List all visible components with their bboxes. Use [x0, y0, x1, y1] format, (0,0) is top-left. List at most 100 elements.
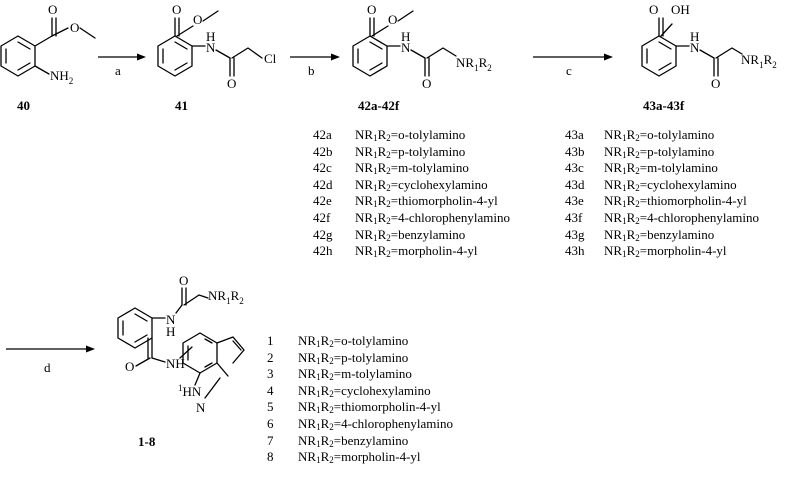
table-row: 2 NR1R2=p-tolylamino [267, 350, 453, 367]
table-row: 6 NR1R2=4-chlorophenylamino [267, 416, 453, 433]
svg-text:N: N [196, 400, 206, 415]
substituent-formula: NR1R2=4-chlorophenylamino [355, 209, 510, 226]
svg-text:O: O [48, 2, 57, 17]
svg-text:O: O [172, 2, 181, 17]
table-row: 4 NR1R2=cyclohexylamino [267, 383, 453, 400]
compound-id: 2 [267, 349, 274, 365]
table-row: 43h NR1R2=morpholin-4-yl [565, 243, 759, 260]
substituent-formula: NR1R2=p-tolylamino [355, 143, 466, 160]
compound-label-40: 40 [17, 98, 30, 113]
svg-text:N: N [690, 40, 700, 55]
table-row: 42e NR1R2=thiomorpholin-4-yl [313, 193, 510, 210]
substituent-formula: NR1R2=morpholin-4-yl [298, 449, 421, 466]
svg-text:H: H [166, 324, 175, 339]
table-row: 42f NR1R2=4-chlorophenylamino [313, 210, 510, 227]
table-row: 7 NR1R2=benzylamino [267, 433, 453, 450]
svg-text:O: O [193, 12, 202, 27]
table-row: 42b NR1R2=p-tolylamino [313, 144, 510, 161]
compound-id: 43c [565, 160, 584, 176]
compound-42-structure: O O H N O NR1R2 [352, 2, 492, 91]
compound-41-structure: O O H N O Cl [157, 2, 277, 91]
table-row: 43e NR1R2=thiomorpholin-4-yl [565, 193, 759, 210]
step-label-c: c [566, 63, 572, 78]
compound-id: 43d [565, 176, 585, 192]
substituent-formula: NR1R2=thiomorpholin-4-yl [298, 399, 441, 416]
compound-id: 7 [267, 432, 274, 448]
amine-label: NH2 [50, 68, 73, 86]
substituent-formula: NR1R2=benzylamino [355, 226, 466, 243]
svg-text:O: O [227, 76, 236, 91]
substituent-formula: NR1R2=benzylamino [298, 432, 409, 449]
svg-text:H: H [401, 29, 410, 44]
table-row: 42c NR1R2=m-tolylamino [313, 160, 510, 177]
table-row: 8 NR1R2=morpholin-4-yl [267, 449, 453, 466]
compound-id: 42a [313, 127, 332, 142]
table-row: 43g NR1R2=benzylamino [565, 227, 759, 244]
compound-id: 43f [565, 209, 583, 225]
compound-id: 43b [565, 143, 585, 159]
compound-id: 42e [313, 193, 332, 209]
svg-text:O: O [125, 359, 134, 374]
compound-id: 8 [267, 449, 274, 465]
step-label-b: b [308, 63, 315, 78]
compound-id: 42b [313, 143, 333, 159]
compound-label-1-8: 1-8 [138, 434, 156, 449]
chloro-label: Cl [264, 51, 277, 66]
compound-id: 6 [267, 415, 274, 431]
compound-40-structure: O O NH2 [0, 2, 96, 86]
table-row: 1 NR1R2=o-tolylamino [267, 333, 453, 350]
compound-id: 42d [313, 176, 333, 192]
svg-text:O: O [179, 273, 188, 288]
table-row: 43a NR1R2=o-tolylamino [565, 127, 759, 144]
table-row: 42g NR1R2=benzylamino [313, 227, 510, 244]
nr1r2-label: NR1R2 [456, 55, 492, 73]
substituent-formula: NR1R2=o-tolylamino [604, 127, 715, 143]
svg-text:N: N [401, 40, 411, 55]
substituent-formula: NR1R2=cyclohexylamino [298, 382, 431, 399]
compound-43-structure: O OH H N O NR1R2 [641, 2, 777, 91]
substituent-formula: NR1R2=thiomorpholin-4-yl [604, 193, 747, 210]
substituent-formula: NR1R2=m-tolylamino [355, 160, 469, 177]
svg-text:O: O [422, 76, 431, 91]
compound-id: 43h [565, 243, 585, 259]
substituent-formula: NR1R2=cyclohexylamino [355, 176, 488, 193]
svg-text:NR1R2: NR1R2 [741, 52, 777, 70]
compound-label-43: 43a-43f [643, 98, 685, 113]
substituent-formula: NR1R2=4-chlorophenylamino [298, 415, 453, 432]
svg-text:O: O [649, 2, 658, 17]
compound-id: 42f [313, 209, 331, 225]
substituent-formula: NR1R2=morpholin-4-yl [604, 243, 727, 260]
indazole-nh-label: 1HN [178, 383, 202, 399]
substituent-formula: NR1R2=thiomorpholin-4-yl [355, 193, 498, 210]
svg-text:NH: NH [166, 356, 185, 371]
substituent-formula: NR1R2=m-tolylamino [298, 366, 412, 383]
substituent-formula: NR1R2=o-tolylamino [355, 127, 466, 143]
svg-text:O: O [388, 12, 397, 27]
compound-id: 1 [267, 333, 274, 348]
step-label-a: a [115, 63, 121, 78]
compound-id: 4 [267, 382, 274, 398]
compound-id: 3 [267, 366, 274, 382]
svg-text:H: H [690, 29, 699, 44]
table-row: 42d NR1R2=cyclohexylamino [313, 177, 510, 194]
substituent-formula: NR1R2=benzylamino [604, 226, 715, 243]
substituent-table-42: 42a NR1R2=o-tolylamino 42b NR1R2=p-tolylami… [313, 127, 510, 260]
compound-id: 43e [565, 193, 584, 209]
compound-id: 42c [313, 160, 332, 176]
table-row: 3 NR1R2=m-tolylamino [267, 366, 453, 383]
substituent-formula: NR1R2=p-tolylamino [298, 349, 409, 366]
substituent-formula: NR1R2=morpholin-4-yl [355, 243, 478, 260]
step-label-d: d [44, 360, 51, 375]
substituent-formula: NR1R2=o-tolylamino [298, 333, 409, 349]
final-compound-structure: N H O NR1R2 O NH 1HN N [117, 273, 245, 415]
compound-id: 43g [565, 226, 585, 242]
compound-id: 42g [313, 226, 333, 242]
compound-id: 43a [565, 127, 584, 142]
